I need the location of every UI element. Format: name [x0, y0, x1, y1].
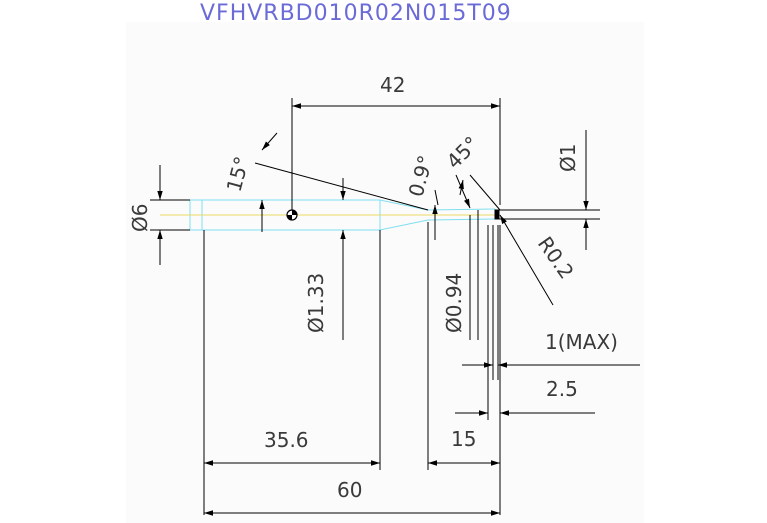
dimension-r-0-2 [499, 214, 554, 306]
dimension-42 [291, 98, 501, 210]
label-1-max: 1(MAX) [545, 330, 618, 354]
dimension-dia-0-94 [469, 210, 479, 340]
label-60: 60 [337, 478, 362, 502]
dimension-angle-tip [432, 174, 501, 240]
label-45-degree: 45° [442, 131, 484, 173]
label-dia-1: Ø1 [556, 144, 580, 172]
dimension-1-max [462, 225, 640, 380]
label-dia-0-94: Ø0.94 [442, 273, 466, 333]
label-15: 15 [451, 427, 476, 451]
label-0-9-degree: 0.9° [404, 153, 438, 200]
tool-outline [189, 199, 496, 231]
dimension-dia-6 [150, 165, 190, 265]
dimension-15-degree [254, 132, 429, 232]
part-number-title: VFHVRBD010R02N015T09 [200, 1, 512, 26]
dimension-15 [427, 222, 501, 515]
label-r-0-2: R0.2 [533, 232, 579, 283]
label-2-5: 2.5 [546, 377, 578, 401]
dimension-2-5 [455, 225, 595, 420]
center-mark-icon [286, 209, 298, 221]
label-42: 42 [380, 73, 405, 97]
label-15-degree: 15° [222, 154, 254, 194]
dimension-35-6 [203, 230, 381, 515]
label-35-6: 35.6 [264, 428, 309, 452]
label-dia-1-33: Ø1.33 [304, 273, 328, 333]
tool-tip [494, 209, 600, 220]
label-dia-6: Ø6 [128, 204, 152, 232]
